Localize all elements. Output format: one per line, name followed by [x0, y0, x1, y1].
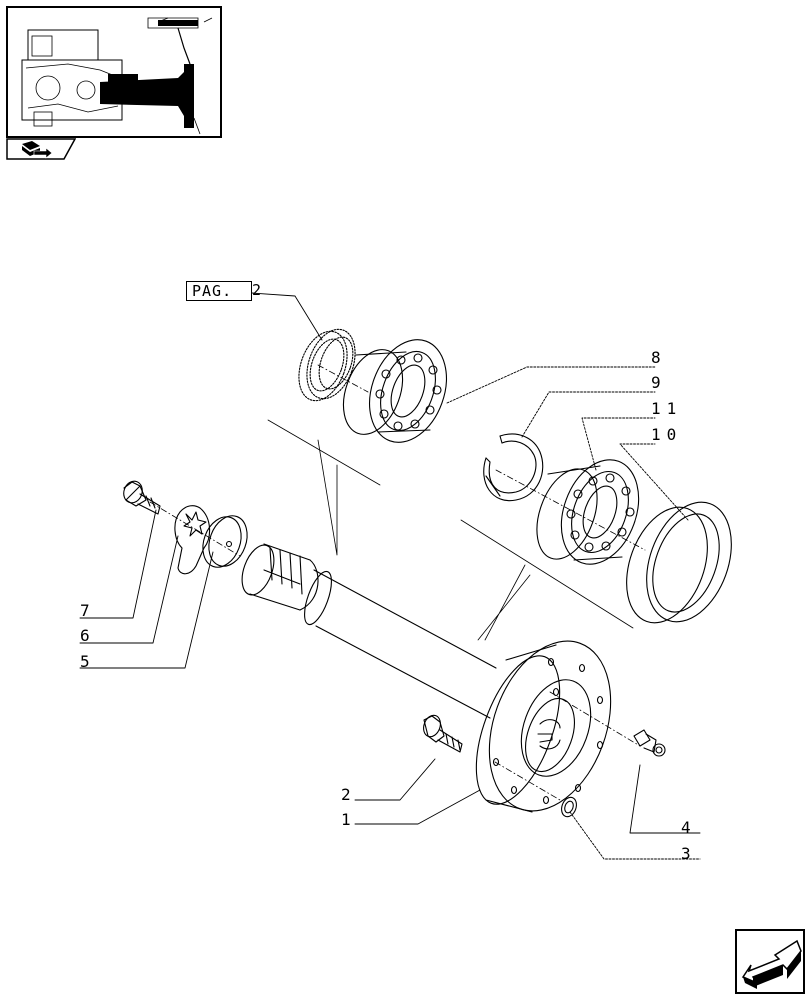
tractor-rear-axle-thumbnail [21, 17, 213, 135]
callout-6[interactable]: 6 [80, 626, 96, 645]
book-arrow-icon [22, 141, 53, 159]
bolt-2 [423, 714, 463, 753]
grease-nipple-4 [633, 729, 666, 757]
seal-ring-10 [626, 501, 732, 624]
locking-plate-6 [174, 505, 211, 575]
page-reference-prefix: PAG. [192, 282, 233, 300]
next-page-button[interactable] [735, 929, 805, 994]
bearing-11 [536, 459, 640, 565]
center-axes [149, 364, 646, 801]
callout-1[interactable]: 1 [341, 810, 357, 829]
callout-4[interactable]: 4 [681, 818, 697, 837]
nav-tab[interactable] [6, 138, 76, 160]
arrow-left-down-icon [741, 939, 802, 989]
callout-2[interactable]: 2 [341, 785, 357, 804]
page-reference-number[interactable]: 2 [252, 281, 262, 299]
overview-thumbnail [6, 6, 222, 138]
snap-ring-9 [483, 433, 544, 502]
callout-7[interactable]: 7 [80, 601, 96, 620]
leader-lines [79, 292, 701, 860]
callout-8[interactable]: 8 [651, 348, 667, 367]
callout-11[interactable]: 11 [651, 399, 683, 418]
bearing-8 [342, 339, 447, 443]
callout-3[interactable]: 3 [681, 844, 697, 863]
axle-shaft-1 [241, 543, 612, 813]
alignment-lines [267, 419, 634, 641]
callout-10[interactable]: 10 [651, 425, 683, 444]
o-ring-3 [561, 796, 577, 818]
screw-7 [123, 480, 161, 515]
callout-9[interactable]: 9 [651, 373, 667, 392]
callout-5[interactable]: 5 [80, 652, 96, 671]
page-reference-label[interactable]: PAG. [186, 281, 252, 301]
shim-ring [298, 328, 356, 402]
washer-5 [202, 515, 248, 568]
